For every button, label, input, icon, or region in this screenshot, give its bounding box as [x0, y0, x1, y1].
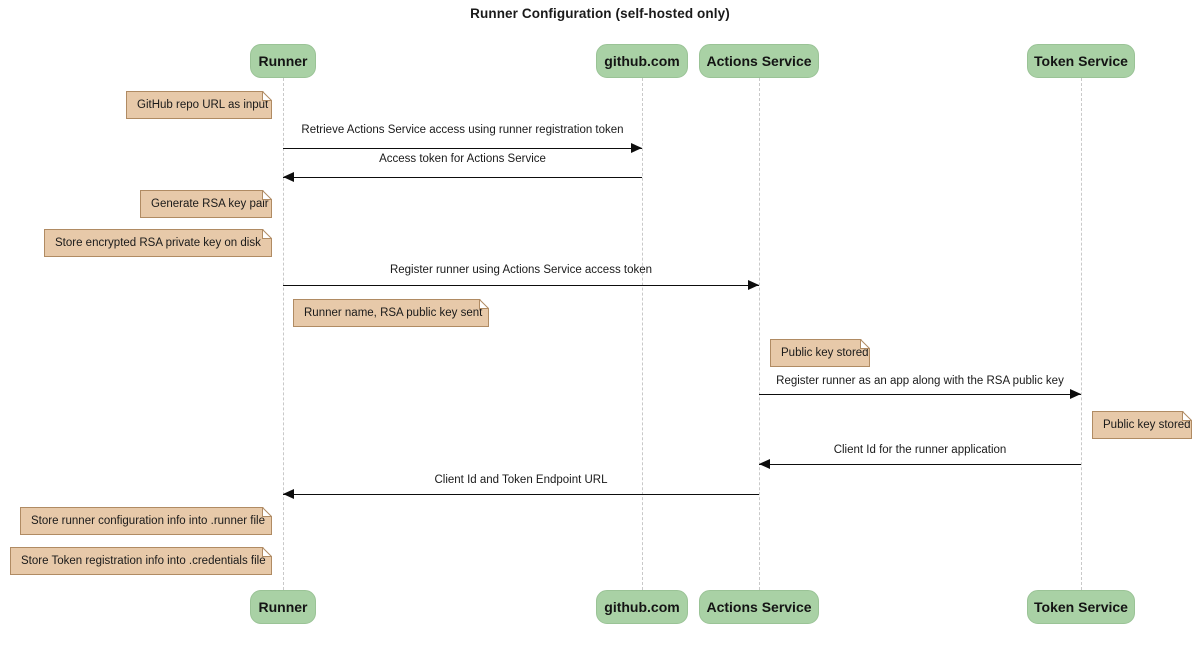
participant-label: Token Service: [1034, 53, 1128, 69]
note-fold-corner-icon: [262, 191, 272, 200]
note-n1: GitHub repo URL as input: [126, 91, 272, 119]
arrowhead-left-m6: [283, 489, 294, 499]
participant-actions-bottom[interactable]: Actions Service: [699, 590, 819, 624]
note-text: Store encrypted RSA private key on disk: [55, 237, 261, 249]
note-text: Runner name, RSA public key sent: [304, 307, 483, 319]
message-label-m6: Client Id and Token Endpoint URL: [434, 474, 608, 486]
lifeline-runner: [283, 78, 284, 590]
arrowhead-right-m1: [631, 143, 642, 153]
participant-actions-top[interactable]: Actions Service: [699, 44, 819, 78]
participant-runner-top[interactable]: Runner: [250, 44, 316, 78]
participant-github-top[interactable]: github.com: [596, 44, 688, 78]
note-fold-corner-icon: [262, 92, 272, 101]
participant-label: Runner: [258, 599, 308, 615]
note-fold-corner-icon: [1182, 412, 1192, 421]
participant-label: github.com: [604, 53, 680, 69]
note-fold-corner-icon: [479, 300, 489, 309]
note-fold-corner-icon: [262, 230, 272, 239]
participant-runner-bottom[interactable]: Runner: [250, 590, 316, 624]
participant-github-bottom[interactable]: github.com: [596, 590, 688, 624]
note-text: Store runner configuration info into .ru…: [31, 515, 265, 527]
participant-label: github.com: [604, 599, 680, 615]
note-fold-corner-icon: [860, 340, 870, 349]
note-text: Public key stored: [781, 347, 869, 359]
note-text: Public key stored: [1103, 419, 1191, 431]
message-line-m5: [759, 464, 1081, 465]
note-text: Store Token registration info into .cred…: [21, 555, 266, 567]
lifeline-actions: [759, 78, 760, 590]
participant-label: Actions Service: [706, 599, 812, 615]
message-label-m2: Access token for Actions Service: [379, 153, 546, 165]
note-n4: Runner name, RSA public key sent: [293, 299, 489, 327]
arrowhead-left-m2: [283, 172, 294, 182]
note-text: Generate RSA key pair: [151, 198, 269, 210]
message-line-m3: [283, 285, 759, 286]
arrowhead-left-m5: [759, 459, 770, 469]
note-text: GitHub repo URL as input: [137, 99, 269, 111]
participant-label: Token Service: [1034, 599, 1128, 615]
participant-token-bottom[interactable]: Token Service: [1027, 590, 1135, 624]
message-line-m2: [283, 177, 642, 178]
note-n8: Store Token registration info into .cred…: [10, 547, 272, 575]
message-label-m3: Register runner using Actions Service ac…: [389, 264, 653, 276]
participant-token-top[interactable]: Token Service: [1027, 44, 1135, 78]
message-line-m6: [283, 494, 759, 495]
page-title: Runner Configuration (self-hosted only): [470, 6, 730, 21]
note-n7: Store runner configuration info into .ru…: [20, 507, 272, 535]
lifeline-token: [1081, 78, 1082, 590]
lifeline-github: [642, 78, 643, 590]
message-line-m4: [759, 394, 1081, 395]
note-fold-corner-icon: [262, 508, 272, 517]
message-label-m4: Register runner as an app along with the…: [776, 375, 1064, 387]
note-n3: Store encrypted RSA private key on disk: [44, 229, 272, 257]
message-label-m5: Client Id for the runner application: [833, 444, 1007, 456]
note-n2: Generate RSA key pair: [140, 190, 272, 218]
message-label-m1: Retrieve Actions Service access using ru…: [301, 124, 624, 136]
note-fold-corner-icon: [262, 548, 272, 557]
participant-label: Actions Service: [706, 53, 812, 69]
participant-label: Runner: [258, 53, 308, 69]
message-line-m1: [283, 148, 642, 149]
note-n5: Public key stored: [770, 339, 870, 367]
arrowhead-right-m4: [1070, 389, 1081, 399]
arrowhead-right-m3: [748, 280, 759, 290]
note-n6: Public key stored: [1092, 411, 1192, 439]
